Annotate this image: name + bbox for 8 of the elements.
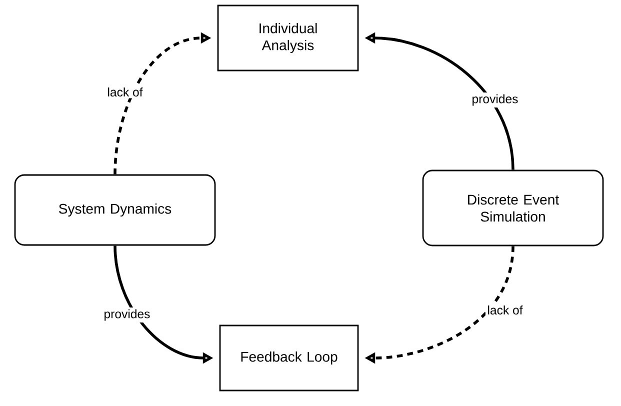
- rounded-box: System Dynamics: [14, 174, 216, 246]
- process-box: Feedback Loop: [219, 324, 359, 392]
- edge-label: provides: [470, 92, 520, 108]
- edge-label: lack of: [105, 86, 145, 98]
- edge-label: provides: [102, 308, 152, 322]
- process-box: Individual Analysis: [217, 4, 359, 72]
- rounded-box: Discrete Event Simulation: [422, 170, 604, 246]
- edge-label: lack of: [485, 304, 525, 316]
